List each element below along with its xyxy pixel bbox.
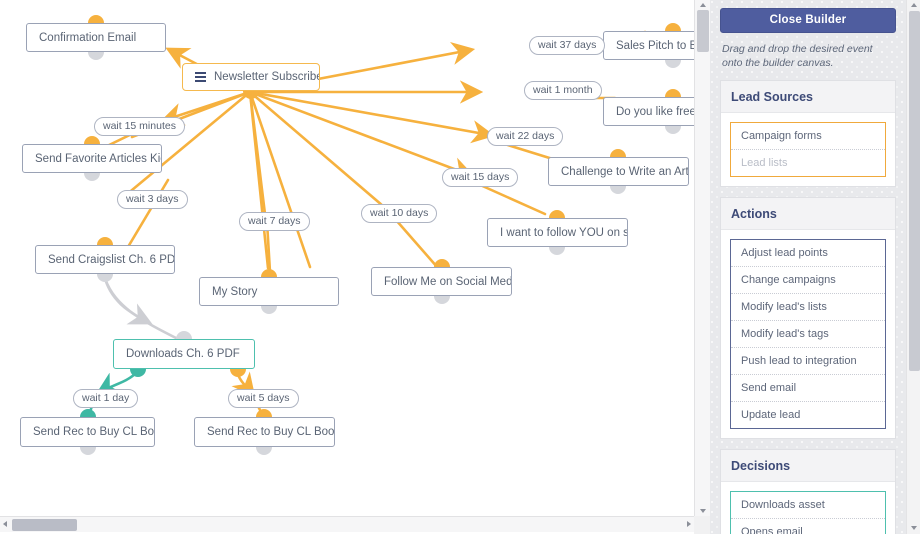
wait-label-7-days[interactable]: wait 7 days	[239, 212, 310, 231]
sidebar-item-update-lead[interactable]: Update lead	[731, 402, 885, 429]
panel-title: Decisions	[721, 450, 895, 483]
wait-text: wait 15 minutes	[103, 120, 176, 132]
close-builder-button[interactable]: Close Builder	[720, 8, 896, 33]
list-icon	[195, 72, 206, 82]
wait-label-15-days[interactable]: wait 15 days	[442, 168, 519, 187]
wait-text: wait 1 day	[82, 392, 130, 404]
actions-options: Adjust lead points Change campaigns Modi…	[730, 239, 886, 430]
wait-label-22-days[interactable]: wait 22 days	[487, 127, 564, 146]
panel-lead-sources: Lead Sources Campaign forms Lead lists	[720, 80, 896, 188]
sidebar-item-lead-lists: Lead lists	[731, 150, 885, 177]
node-downloads-ch6-pdf[interactable]: Downloads Ch. 6 PDF	[113, 339, 255, 369]
scroll-down-arrow-icon[interactable]	[911, 526, 917, 530]
node-confirmation-email[interactable]: Confirmation Email	[26, 23, 166, 52]
scroll-down-arrow-icon[interactable]	[700, 509, 706, 513]
sidebar-vertical-scrollbar[interactable]	[906, 0, 920, 534]
node-label: Do you like free boo	[616, 105, 694, 118]
node-send-favorite-articles[interactable]: Send Favorite Articles Kick...	[22, 144, 162, 173]
wait-text: wait 15 days	[451, 171, 510, 183]
scrollbar-thumb[interactable]	[697, 10, 709, 52]
wait-text: wait 10 days	[370, 207, 429, 219]
node-sales-pitch-buy-book[interactable]: Sales Pitch to Buy B	[603, 31, 694, 60]
canvas-horizontal-scrollbar[interactable]	[0, 516, 694, 532]
wait-text: wait 7 days	[248, 215, 301, 227]
node-label: Send Favorite Articles Kick...	[35, 152, 161, 165]
lead-sources-options: Campaign forms Lead lists	[730, 122, 886, 178]
sidebar-item-campaign-forms[interactable]: Campaign forms	[731, 123, 885, 151]
wait-label-5-days[interactable]: wait 5 days	[228, 389, 299, 408]
wait-label-10-days[interactable]: wait 10 days	[361, 204, 438, 223]
wait-text: wait 3 days	[126, 193, 179, 205]
wait-text: wait 22 days	[496, 130, 555, 142]
sidebar-item-change-campaigns[interactable]: Change campaigns	[731, 267, 885, 295]
node-my-story[interactable]: My Story	[199, 277, 339, 306]
builder-sidebar: Close Builder Drag and drop the desired …	[710, 0, 906, 534]
node-label: Send Rec to Buy CL Book	[207, 426, 335, 438]
node-do-you-like-free-books[interactable]: Do you like free boo	[603, 97, 694, 126]
drag-drop-hint: Drag and drop the desired event onto the…	[722, 43, 873, 70]
node-label: Newsletter Subscribers	[214, 71, 319, 83]
node-send-rec-cl-book-right[interactable]: Send Rec to Buy CL Book	[194, 417, 335, 447]
node-send-rec-cl-book-left[interactable]: Send Rec to Buy CL Book	[20, 417, 155, 447]
wait-text: wait 37 days	[538, 39, 597, 51]
wait-label-37-days[interactable]: wait 37 days	[529, 36, 606, 55]
wait-text: wait 5 days	[237, 392, 290, 404]
panel-title: Lead Sources	[721, 81, 895, 114]
scrollbar-thumb[interactable]	[909, 11, 920, 371]
node-label: I want to follow YOU on s...	[500, 226, 628, 239]
sidebar-item-send-email[interactable]: Send email	[731, 375, 885, 403]
wait-label-15-minutes[interactable]: wait 15 minutes	[94, 117, 185, 136]
campaign-canvas[interactable]: Newsletter Subscribers Confirmation Emai…	[0, 0, 694, 516]
scrollbar-thumb[interactable]	[12, 519, 77, 531]
sidebar-item-adjust-lead-points[interactable]: Adjust lead points	[731, 240, 885, 268]
node-newsletter-subscribers[interactable]: Newsletter Subscribers	[182, 63, 320, 91]
node-label: Follow Me on Social Media	[384, 275, 512, 288]
scroll-left-arrow-icon[interactable]	[3, 521, 7, 527]
node-label: Sales Pitch to Buy B	[616, 39, 694, 52]
panel-decisions: Decisions Downloads asset Opens email Su…	[720, 449, 896, 534]
scrollbar-corner	[694, 516, 710, 534]
sidebar-item-modify-leads-lists[interactable]: Modify lead's lists	[731, 294, 885, 322]
canvas-vertical-scrollbar[interactable]	[694, 0, 710, 516]
panel-title: Actions	[721, 198, 895, 231]
node-challenge-write-article[interactable]: Challenge to Write an Arti...	[548, 157, 689, 186]
scroll-up-arrow-icon[interactable]	[911, 3, 917, 7]
node-label: Send Rec to Buy CL Book	[33, 426, 155, 438]
node-label: Downloads Ch. 6 PDF	[126, 348, 240, 360]
node-follow-you-on-social[interactable]: I want to follow YOU on s...	[487, 218, 628, 247]
sidebar-item-push-lead-to-integration[interactable]: Push lead to integration	[731, 348, 885, 376]
wait-text: wait 1 month	[533, 84, 593, 96]
decisions-options: Downloads asset Opens email Submits form	[730, 491, 886, 534]
wait-label-1-month[interactable]: wait 1 month	[524, 81, 602, 100]
wait-label-3-days[interactable]: wait 3 days	[117, 190, 188, 209]
campaign-canvas-region: Newsletter Subscribers Confirmation Emai…	[0, 0, 710, 534]
sidebar-item-opens-email[interactable]: Opens email	[731, 519, 885, 534]
node-label: Send Craigslist Ch. 6 PDF	[48, 253, 175, 266]
node-label: Challenge to Write an Arti...	[561, 165, 689, 178]
node-follow-me-social-media[interactable]: Follow Me on Social Media	[371, 267, 512, 296]
node-send-craigslist-pdf[interactable]: Send Craigslist Ch. 6 PDF	[35, 245, 175, 274]
sidebar-item-modify-leads-tags[interactable]: Modify lead's tags	[731, 321, 885, 349]
scroll-right-arrow-icon[interactable]	[687, 521, 691, 527]
scroll-up-arrow-icon[interactable]	[700, 3, 706, 7]
panel-actions: Actions Adjust lead points Change campai…	[720, 197, 896, 440]
node-label: My Story	[212, 285, 258, 298]
sidebar-item-downloads-asset[interactable]: Downloads asset	[731, 492, 885, 520]
node-label: Confirmation Email	[39, 31, 137, 44]
wait-label-1-day[interactable]: wait 1 day	[73, 389, 139, 408]
